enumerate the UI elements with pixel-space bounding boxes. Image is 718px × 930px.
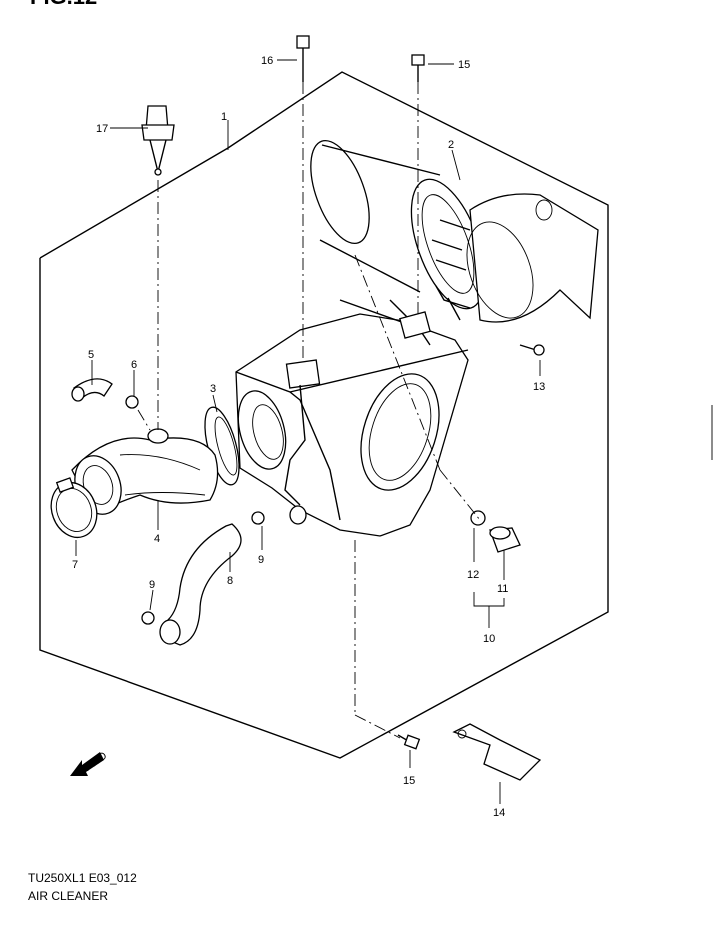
- callout-10: 10: [483, 633, 495, 645]
- callout-5: 5: [88, 349, 94, 361]
- callout-15-top: 15: [458, 59, 470, 71]
- callout-4: 4: [154, 533, 160, 545]
- sensor-17: [141, 105, 175, 176]
- callout-15-bottom: 15: [403, 775, 415, 787]
- callout-3: 3: [210, 383, 216, 395]
- assembly-frame: [39, 71, 609, 759]
- clip-6: [125, 395, 139, 409]
- callout-12: 12: [467, 569, 479, 581]
- bracket-14: [452, 723, 542, 781]
- bolt-15-top: [411, 54, 425, 82]
- callout-9-lower: 9: [149, 579, 155, 591]
- screw-13: [519, 344, 545, 356]
- callout-2: 2: [448, 139, 454, 151]
- callout-16: 16: [261, 55, 273, 67]
- filter-element: [310, 139, 599, 323]
- callout-11: 11: [497, 583, 508, 595]
- figure-title: FIG.12: [30, 0, 97, 9]
- air-cleaner-case: [235, 299, 469, 537]
- callout-17: 17: [96, 123, 108, 135]
- clip-9-lower: [141, 611, 155, 625]
- model-code: TU250XL1 E03_012: [28, 871, 137, 885]
- clamp: [50, 477, 98, 539]
- callout-8: 8: [227, 575, 233, 587]
- callout-14: 14: [493, 807, 505, 819]
- callouts: 1 2 3 4 5 6 7 8 9 9 10 11 12 13 14 15 15…: [72, 55, 545, 819]
- fwd-label: FWD: [82, 750, 109, 774]
- bolt-16: [296, 35, 310, 82]
- bolt-15-bottom: [397, 734, 421, 750]
- callout-6: 6: [131, 359, 137, 371]
- plug-11: [489, 526, 521, 553]
- drain-hose: [159, 523, 242, 646]
- fwd-arrow-icon: FWD: [70, 750, 109, 776]
- callout-13: 13: [533, 381, 545, 393]
- breather-hose: [71, 378, 113, 402]
- group-name: AIR CLEANER: [28, 889, 108, 903]
- callout-7: 7: [72, 559, 78, 571]
- leader-lines: [75, 59, 541, 804]
- callout-1: 1: [221, 111, 227, 123]
- clip-9-upper: [251, 511, 265, 525]
- center-lines: [137, 82, 481, 739]
- callout-9-upper: 9: [258, 554, 264, 566]
